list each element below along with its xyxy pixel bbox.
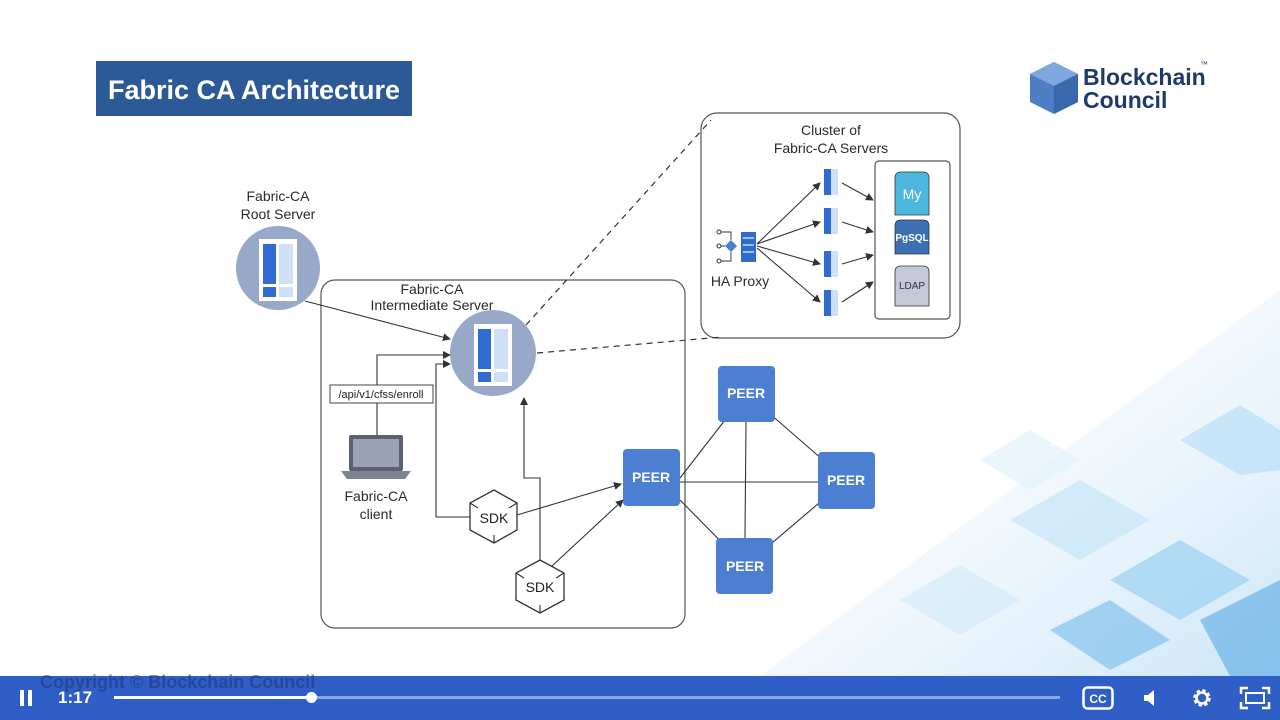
- intermediate-boundary: [320, 279, 686, 629]
- peer-node-bottom: PEER: [716, 538, 773, 594]
- cluster-server-2: [824, 208, 838, 234]
- closed-captions-icon: CC: [1082, 686, 1114, 710]
- client-label-1: Fabric-CA: [344, 488, 408, 504]
- db-label-mysql: My: [903, 186, 922, 202]
- settings-button[interactable]: [1184, 676, 1220, 720]
- captions-button[interactable]: CC: [1078, 676, 1118, 720]
- slide-title: Fabric CA Architecture: [108, 75, 400, 105]
- volume-button[interactable]: [1132, 676, 1168, 720]
- cluster-server-4: [824, 290, 838, 316]
- peer-label-bottom: PEER: [726, 558, 764, 574]
- root-server: Fabric-CA Root Server: [236, 188, 320, 310]
- cluster-label-2: Fabric-CA Servers: [774, 140, 888, 156]
- progress-fill: [114, 696, 311, 699]
- database-pgsql: PgSQL: [894, 219, 930, 255]
- brand-name-line1: Blockchain: [1083, 64, 1206, 90]
- elapsed-time: 1:17: [58, 688, 93, 707]
- svg-text:CC: CC: [1089, 692, 1107, 706]
- db-label-ldap: LDAP: [899, 281, 925, 292]
- background-pattern: [760, 290, 1280, 676]
- intermediate-label-1: Fabric-CA: [400, 281, 464, 297]
- laptop-icon: [341, 435, 411, 479]
- fullscreen-icon: [1239, 686, 1271, 710]
- database-ldap: LDAP: [894, 265, 930, 307]
- speaker-icon: [1144, 690, 1154, 706]
- sdk-node-2: SDK: [515, 559, 565, 614]
- ha-proxy-icon: [716, 229, 756, 264]
- peer-label-right: PEER: [827, 472, 865, 488]
- brand-trademark: ™: [1200, 60, 1208, 69]
- server-rack-icon: [259, 239, 297, 301]
- database-mysql: My: [894, 171, 930, 216]
- progress-handle[interactable]: [305, 692, 317, 703]
- sdk-label-2: SDK: [526, 579, 555, 595]
- enroll-endpoint-box: [329, 384, 434, 404]
- gear-icon: [1193, 689, 1211, 707]
- peer-node-left: PEER: [623, 449, 680, 506]
- db-label-pgsql: PgSQL: [895, 233, 928, 244]
- client-label-2: client: [360, 506, 393, 522]
- ha-proxy-label: HA Proxy: [711, 273, 769, 289]
- peer-label-left: PEER: [632, 469, 670, 485]
- peer-node-right: PEER: [818, 452, 875, 509]
- brand-logo: Blockchain Council ™: [1030, 60, 1208, 114]
- enroll-endpoint-label: /api/v1/cfss/enroll: [339, 389, 424, 401]
- peer-node-top: PEER: [718, 366, 775, 422]
- peer-label-top: PEER: [727, 385, 765, 401]
- fullscreen-button[interactable]: [1236, 676, 1274, 720]
- intermediate-server: Fabric-CA Intermediate Server: [371, 281, 536, 396]
- root-server-label-2: Root Server: [241, 206, 316, 222]
- pause-icon: [20, 690, 32, 706]
- intermediate-label-2: Intermediate Server: [371, 297, 494, 313]
- server-rack-icon: [474, 324, 512, 386]
- brand-name-line2: Council: [1083, 87, 1167, 113]
- cluster-server-1: [824, 169, 838, 195]
- root-server-label-1: Fabric-CA: [246, 188, 310, 204]
- title-banner: [96, 61, 412, 116]
- cluster-server-3: [824, 251, 838, 277]
- database-group: [874, 160, 951, 320]
- progress-bar[interactable]: [114, 692, 1060, 703]
- cluster-label-1: Cluster of: [801, 122, 861, 138]
- pause-button[interactable]: [8, 676, 44, 720]
- sdk-node-1: SDK: [469, 489, 518, 544]
- sdk-label-1: SDK: [480, 510, 509, 526]
